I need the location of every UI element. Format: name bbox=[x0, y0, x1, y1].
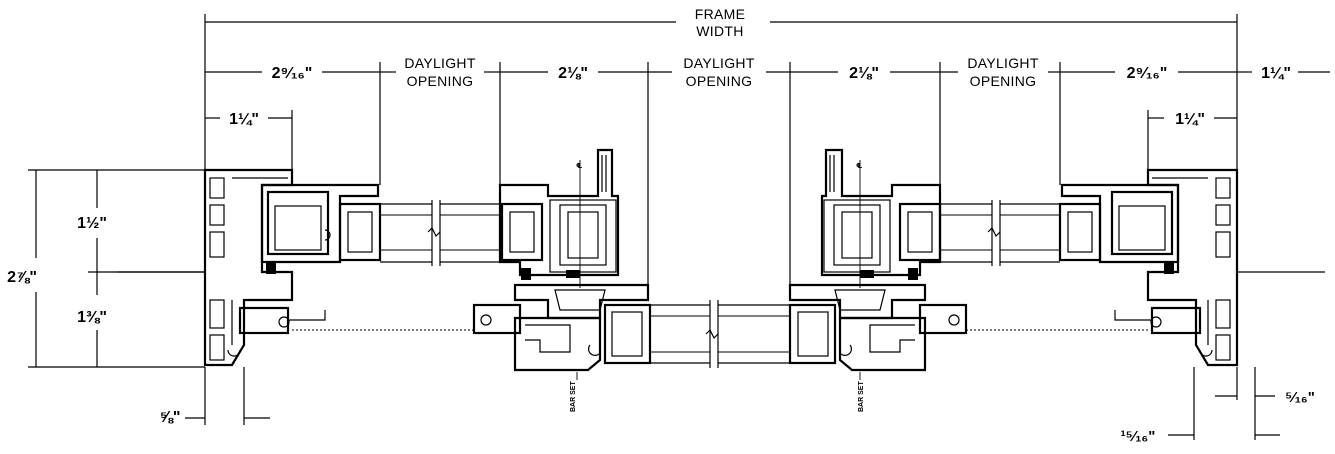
inset-dimensions: 1¼" 1¼" bbox=[205, 110, 1237, 170]
dim-right-mid: 2⅛" bbox=[849, 65, 879, 82]
dim-height-total: 2⅞" bbox=[7, 269, 37, 286]
daylight-label-2b: OPENING bbox=[686, 73, 753, 89]
dim-right-inset: 1¼" bbox=[1175, 111, 1205, 128]
frame-width-label-1: FRAME bbox=[695, 6, 746, 22]
centerline-symbol-right: ℄ bbox=[856, 162, 862, 170]
daylight-label-3a: DAYLIGHT bbox=[967, 55, 1039, 71]
dim-left-outer: 2⁹⁄₁₆" bbox=[272, 65, 313, 82]
bar-set-label-right: BAR SET bbox=[858, 381, 865, 412]
frame-width-dimension: FRAME WIDTH bbox=[204, 6, 1238, 170]
dim-right-edge: 1¼" bbox=[1261, 65, 1291, 82]
daylight-label-1a: DAYLIGHT bbox=[404, 55, 476, 71]
left-interlock: ℄ BAR SET bbox=[498, 148, 650, 412]
bar-set-label-left: BAR SET bbox=[570, 381, 577, 412]
center-sash bbox=[603, 300, 837, 368]
dim-right-outer: 2⁹⁄₁₆" bbox=[1127, 65, 1168, 82]
frame-width-label-2: WIDTH bbox=[696, 23, 743, 39]
dim-left-inset: 1¼" bbox=[229, 111, 259, 128]
right-interlock: ℄ BAR SET bbox=[788, 148, 942, 412]
right-jamb-frame bbox=[898, 168, 1325, 367]
dim-bottom-right-large: ¹⁵⁄₁₆" bbox=[1121, 428, 1156, 445]
daylight-dimension-row: 2⁹⁄₁₆" DAYLIGHT OPENING 2⅛" DAYLIGHT OPE… bbox=[205, 55, 1330, 290]
dim-bottom-left: ⅝" bbox=[160, 409, 181, 426]
bottom-dimensions: ⅝" ⁵⁄₁₆" ¹⁵⁄₁₆" bbox=[160, 367, 1315, 445]
dim-height-top: 1½" bbox=[77, 215, 107, 232]
vertical-dimensions: 2⅞" 1½" 1⅜" bbox=[7, 169, 205, 368]
dim-height-bottom: 1⅜" bbox=[77, 309, 107, 326]
daylight-label-3b: OPENING bbox=[970, 73, 1037, 89]
dim-bottom-right-small: ⁵⁄₁₆" bbox=[1285, 389, 1315, 406]
left-jamb-frame bbox=[118, 168, 544, 367]
centerline-symbol-left: ℄ bbox=[576, 162, 582, 170]
daylight-label-1b: OPENING bbox=[407, 73, 474, 89]
daylight-label-2a: DAYLIGHT bbox=[683, 55, 755, 71]
dim-left-mid: 2⅛" bbox=[558, 65, 588, 82]
